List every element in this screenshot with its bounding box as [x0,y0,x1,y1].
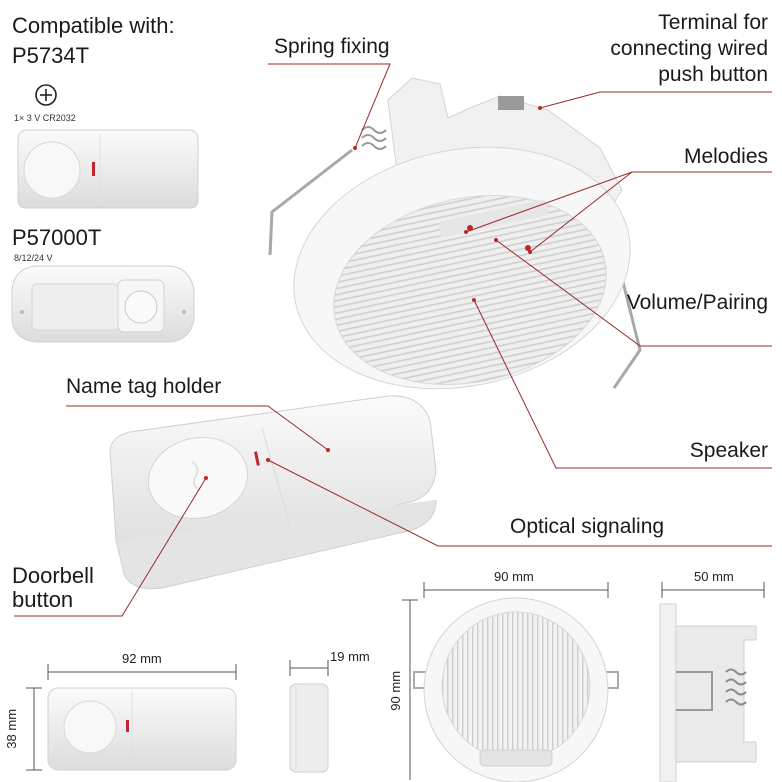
callout-lines [14,63,772,617]
spring-fixing-label: Spring fixing [274,35,390,58]
chime-width-dim-label: 90 mm [494,569,534,584]
button-height-dim-line [26,687,42,771]
name-tag-holder-leader [66,405,329,451]
optical-signaling-label: Optical signaling [510,515,665,538]
button-front-dim-image [47,687,237,771]
callout-dots [204,106,542,480]
melodies-leader-2 [529,171,633,253]
chime-width-dim-line [423,582,609,598]
model-p57000t-label: P57000T [12,225,102,250]
button-depth-dim-label: 19 mm [330,649,370,664]
model-p5734t-label: P5734T [12,43,90,68]
button-width-dim-line [47,664,237,680]
name-tag-holder-label: Name tag holder [66,375,222,398]
speaker-label: Speaker [689,439,768,462]
doorbell-button-leader [14,477,207,617]
doorbell-label-line2: button [12,587,74,612]
speaker-leader [473,299,772,469]
terminal-leader [539,91,772,109]
chime-front-dim-image [413,597,619,782]
melodies-label: Melodies [683,145,768,168]
button-width-dim-label: 92 mm [122,651,162,666]
volume-pairing-leader [495,239,772,347]
chime-side-dim-image [659,603,757,782]
button-side-dim-image [289,683,329,773]
volume-pairing-label: Volume/Pairing [626,291,768,314]
button-depth-dim-line [289,660,329,676]
p57000t-button-image [11,265,195,343]
doorbell-label-line1: Doorbell [12,563,94,588]
plus-icon [35,84,57,106]
chime-height-dim-label: 90 mm [388,670,404,711]
chime-depth-dim-label: 50 mm [694,569,734,584]
optical-signaling-leader [267,459,772,547]
compatible-heading: Compatible with: [12,13,175,38]
voltage-label: 8/12/24 V [14,253,53,263]
chime-height-dim-line [402,599,418,780]
chime-main-image [268,77,642,390]
chime-depth-dim-line [661,582,765,598]
terminal-label-line3: push button [658,63,768,86]
terminal-label-line1: Terminal for [658,11,768,34]
terminal-label-line2: connecting wired [610,37,768,60]
spring-fixing-leader [268,63,391,149]
battery-label: 1× 3 V CR2032 [14,113,76,123]
p5734t-button-image [17,129,199,209]
doorbell-button-image [109,395,437,590]
button-height-dim-label: 38 mm [4,708,20,749]
